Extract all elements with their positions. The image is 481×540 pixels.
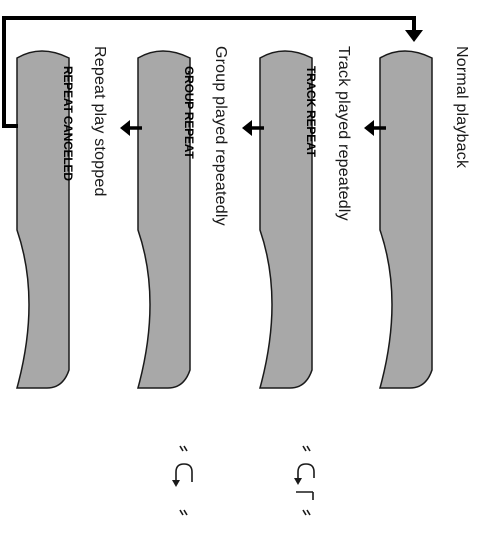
panel-track-repeat bbox=[259, 50, 313, 389]
panel-repeat-canceled bbox=[16, 50, 70, 389]
mode-label-track-repeat: TRACK REPEAT bbox=[304, 66, 318, 157]
arrow-left-icon bbox=[120, 120, 142, 136]
arrow-left-icon bbox=[364, 120, 386, 136]
step-description-normal-playback: Normal playback bbox=[453, 46, 470, 169]
mode-label-group-repeat: GROUP REPEAT bbox=[182, 66, 196, 159]
panel-group-repeat bbox=[137, 50, 191, 389]
loop-back-arrow-icon bbox=[2, 16, 416, 128]
mode-label-repeat-canceled: REPEAT CANCELED bbox=[61, 66, 75, 181]
panel-normal-playback bbox=[379, 50, 433, 389]
repeat-icon bbox=[172, 445, 193, 516]
step-description-group-repeat: Group played repeatedly bbox=[212, 46, 229, 226]
step-description-track-repeat: Track played repeatedly bbox=[335, 46, 352, 221]
repeat-one-icon bbox=[294, 445, 315, 516]
step-description-repeat-stopped: Repeat play stopped bbox=[91, 46, 108, 197]
arrow-left-icon bbox=[242, 120, 264, 136]
loop-back-arrowhead bbox=[405, 30, 423, 42]
